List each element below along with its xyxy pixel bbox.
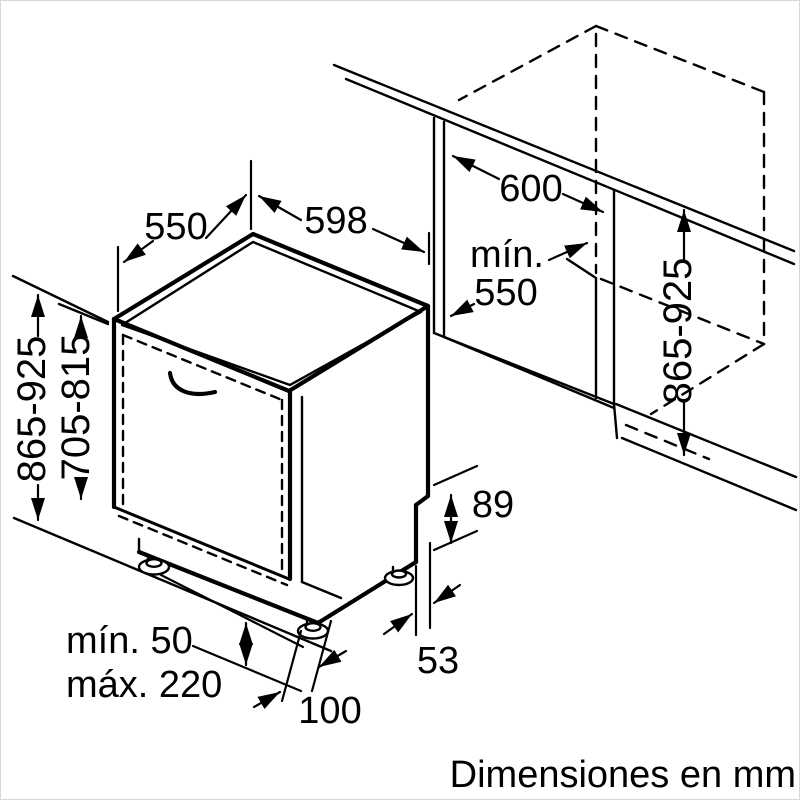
floor-line — [12, 516, 333, 653]
door-handle — [167, 370, 218, 397]
dim-base-back-gap-label: 53 — [417, 640, 459, 682]
ext-plinth-top — [159, 573, 305, 649]
dim-plinth-recess-label: 100 — [298, 690, 361, 732]
dim-door-height-label: 705-815 — [54, 334, 98, 481]
dim-niche-width-label: 600 — [499, 168, 562, 210]
dishwasher-door — [117, 333, 316, 624]
dim-height-left-label: 865-925 — [10, 336, 54, 483]
foot-front-left — [137, 556, 171, 576]
dim-niche-min-word: mín. — [470, 234, 544, 276]
dim-niche-min-value: 550 — [474, 272, 537, 314]
ext-89-bottom — [432, 529, 479, 552]
dim-height-right-label: 865-925 — [656, 258, 700, 405]
dim-top-width-label: 598 — [304, 200, 367, 242]
niche-floor — [612, 402, 798, 512]
ext-plinth-bottom — [191, 644, 303, 693]
dim-base-step-label: 89 — [472, 484, 514, 526]
foot-front-right — [296, 617, 330, 640]
ext-100-left — [280, 629, 303, 703]
niche-cube-dashed — [457, 24, 766, 461]
dimension-annotations: 550 598 600 mín. 550 865-925 865-925 705… — [10, 154, 700, 732]
units-caption: Dimensiones en mm — [450, 754, 796, 796]
ext-89-top — [432, 464, 479, 487]
dim-plinth-max-label: máx. 220 — [66, 664, 222, 706]
dim-top-depth-label: 550 — [144, 206, 207, 248]
left-countertop — [11, 274, 110, 326]
countertop — [332, 63, 796, 266]
dim-plinth-min-label: mín. 50 — [66, 620, 193, 662]
foot-back-right — [383, 565, 415, 587]
adjustable-feet — [137, 556, 415, 640]
niche-side-panel — [432, 116, 616, 410]
